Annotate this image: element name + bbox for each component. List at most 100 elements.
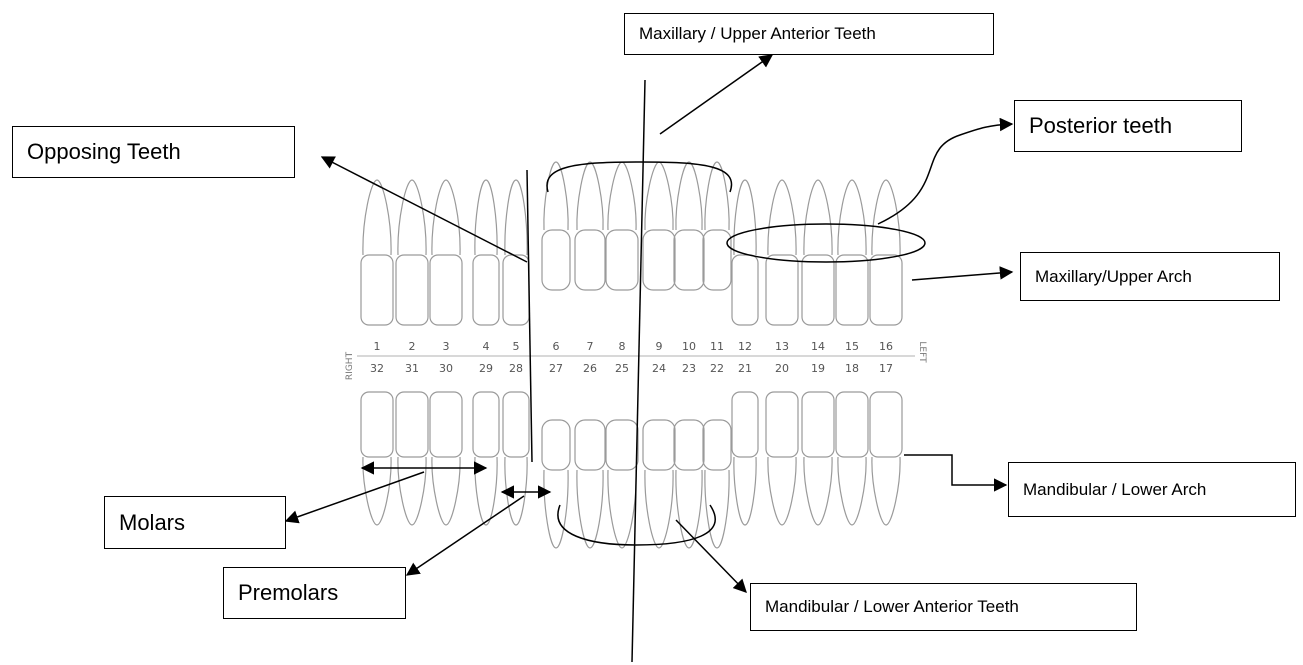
tooth-number-lower: 25: [615, 362, 629, 375]
tooth-number-lower: 21: [738, 362, 752, 375]
lower-anterior-arrow: [676, 520, 746, 592]
tooth-number-lower: 31: [405, 362, 419, 375]
upper-tooth-root: [768, 180, 796, 255]
opposing-teeth-arrow: [322, 157, 527, 262]
upper-tooth-crown: [703, 230, 731, 290]
lower-arch-arrow: [904, 455, 1006, 485]
label-upper-anterior: Maxillary / Upper Anterior Teeth: [624, 13, 994, 55]
tooth-number-upper: 6: [553, 340, 560, 353]
upper-tooth-root: [475, 180, 497, 255]
tooth-number-upper: 10: [682, 340, 696, 353]
upper-tooth-crown: [396, 255, 428, 325]
upper-anterior-bracket: [547, 162, 732, 192]
label-molars: Molars: [104, 496, 286, 549]
lower-tooth-crown: [674, 420, 704, 470]
label-upper-arch: Maxillary/Upper Arch: [1020, 252, 1280, 301]
upper-tooth-crown: [643, 230, 675, 290]
midline: [632, 80, 645, 662]
tooth-number-upper: 7: [587, 340, 594, 353]
lower-tooth-crown: [606, 420, 638, 470]
tooth-number-upper: 13: [775, 340, 789, 353]
tooth-number-lower: 23: [682, 362, 696, 375]
lower-tooth-crown: [703, 420, 731, 470]
lower-tooth-crown: [361, 392, 393, 457]
tooth-number-upper: 14: [811, 340, 825, 353]
lower-tooth-crown: [732, 392, 758, 457]
lower-tooth-root: [804, 457, 832, 525]
tooth-number-lower: 28: [509, 362, 523, 375]
upper-tooth-crown: [361, 255, 393, 325]
label-lower-arch: Mandibular / Lower Arch: [1008, 462, 1296, 517]
tooth-number-upper: 5: [513, 340, 520, 353]
upper-tooth-crown: [870, 255, 902, 325]
lower-tooth-crown: [766, 392, 798, 457]
lower-tooth-root: [475, 457, 497, 525]
lower-tooth-root: [432, 457, 460, 525]
label-opposing-teeth: Opposing Teeth: [12, 126, 295, 178]
upper-tooth-root: [645, 162, 673, 230]
tooth-number-lower: 22: [710, 362, 724, 375]
upper-tooth-numbers: 12345678910111213141516: [374, 340, 894, 353]
lower-tooth-root: [676, 470, 702, 548]
tooth-number-upper: 8: [619, 340, 626, 353]
molars-arrow: [286, 472, 424, 521]
tooth-number-lower: 29: [479, 362, 493, 375]
lower-tooth-crown: [643, 420, 675, 470]
tooth-number-upper: 1: [374, 340, 381, 353]
premolars-arrow: [407, 496, 524, 575]
tooth-number-lower: 27: [549, 362, 563, 375]
label-premolars: Premolars: [223, 567, 406, 619]
upper-tooth-crown: [606, 230, 638, 290]
lower-tooth-root: [608, 470, 636, 548]
upper-tooth-crown: [836, 255, 868, 325]
lower-tooth-root: [705, 470, 729, 548]
upper-tooth-crown: [732, 255, 758, 325]
upper-tooth-root: [505, 180, 527, 255]
upper-arch-arrow: [912, 272, 1012, 280]
tooth-number-upper: 11: [710, 340, 724, 353]
lower-tooth-crown: [836, 392, 868, 457]
upper-tooth-crown: [430, 255, 462, 325]
upper-tooth-root: [608, 162, 636, 230]
upper-tooth-root: [432, 180, 460, 255]
tooth-number-upper: 16: [879, 340, 893, 353]
right-side-label: RIGHT: [345, 351, 355, 380]
upper-tooth-crown: [503, 255, 529, 325]
upper-anterior-arrow: [660, 55, 772, 134]
label-posterior-teeth: Posterior teeth: [1014, 100, 1242, 152]
upper-tooth-crown: [575, 230, 605, 290]
tooth-number-upper: 12: [738, 340, 752, 353]
upper-tooth-root: [363, 180, 391, 255]
upper-tooth-root: [838, 180, 866, 255]
upper-tooth-crown: [473, 255, 499, 325]
tooth-number-lower: 19: [811, 362, 825, 375]
lower-tooth-crown: [503, 392, 529, 457]
label-lower-anterior: Mandibular / Lower Anterior Teeth: [750, 583, 1137, 631]
upper-tooth-root: [577, 162, 603, 230]
lower-tooth-crown: [473, 392, 499, 457]
tooth-number-upper: 2: [409, 340, 416, 353]
posterior-teeth-arrow: [878, 124, 1012, 224]
lower-tooth-root: [872, 457, 900, 525]
tooth-number-lower: 26: [583, 362, 597, 375]
left-side-label: LEFT: [917, 341, 927, 363]
lower-tooth-root: [734, 457, 756, 525]
tooth-number-lower: 18: [845, 362, 859, 375]
lower-tooth-crown: [802, 392, 834, 457]
lower-teeth: [361, 392, 902, 548]
tooth-number-lower: 30: [439, 362, 453, 375]
upper-tooth-root: [676, 162, 702, 230]
lower-tooth-root: [544, 470, 568, 548]
tooth-number-upper: 9: [656, 340, 663, 353]
lower-tooth-root: [838, 457, 866, 525]
lower-tooth-root: [645, 470, 673, 548]
upper-tooth-crown: [542, 230, 570, 290]
upper-tooth-crown: [802, 255, 834, 325]
lower-tooth-numbers: 32 31 30 29 28 27 26 25 24 23 22 21 20 19 18 17: [370, 362, 893, 375]
tooth-number-lower: 24: [652, 362, 666, 375]
tooth-number-lower: 17: [879, 362, 893, 375]
lower-tooth-root: [398, 457, 426, 525]
upper-tooth-root: [872, 180, 900, 255]
tooth-number-lower: 20: [775, 362, 789, 375]
tooth-number-lower: 32: [370, 362, 384, 375]
